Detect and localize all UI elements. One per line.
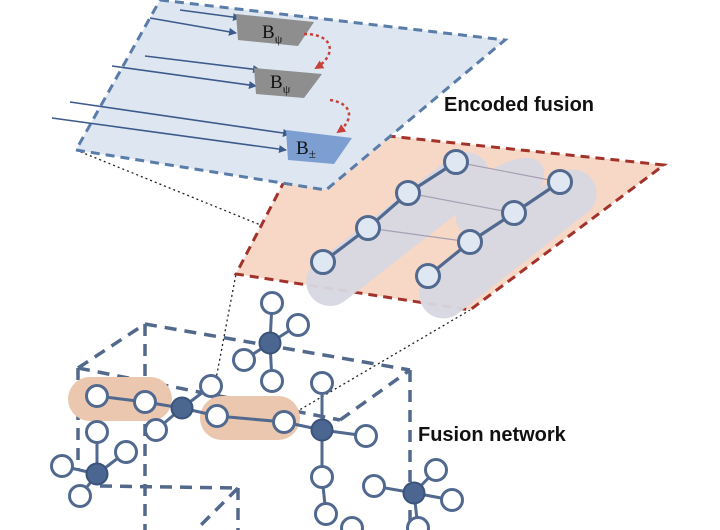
network-leaf-nodes: [50, 291, 464, 530]
chain-glow-bands: [306, 152, 597, 319]
chain-cross-links: [367, 161, 561, 243]
feed-forward-arrows: [303, 32, 351, 134]
measurement-plane: Bψ Bψ B±: [51, 0, 509, 192]
bell-measurement-boxes: [236, 14, 352, 164]
measurement-labels: Bψ Bψ B±: [262, 22, 316, 161]
measurement-label-2: Bψ: [270, 72, 291, 96]
measurement-box-3: [286, 130, 352, 164]
encoded-fusion-label: Encoded fusion: [444, 94, 594, 116]
measurement-subscript-3: ±: [309, 146, 316, 161]
measurement-letter-2: B: [270, 72, 283, 93]
fusion-chain-nodes: [310, 149, 573, 289]
measurement-letter-3: B: [296, 138, 309, 159]
measurement-subscript-1: ψ: [275, 32, 283, 46]
measurement-label-1: Bψ: [262, 22, 283, 46]
network-hub-nodes: [85, 331, 426, 505]
photon-input-arrows: [51, 9, 291, 154]
measurement-letter-1: B: [262, 22, 275, 43]
fusion-network-label: Fusion network: [418, 424, 566, 446]
measurement-box-2: [254, 68, 322, 98]
measurement-subscript-2: ψ: [283, 82, 291, 96]
measurement-box-1: [236, 14, 314, 46]
fusion-network-lattice: [50, 149, 471, 530]
measurement-label-3: B±: [296, 138, 316, 161]
